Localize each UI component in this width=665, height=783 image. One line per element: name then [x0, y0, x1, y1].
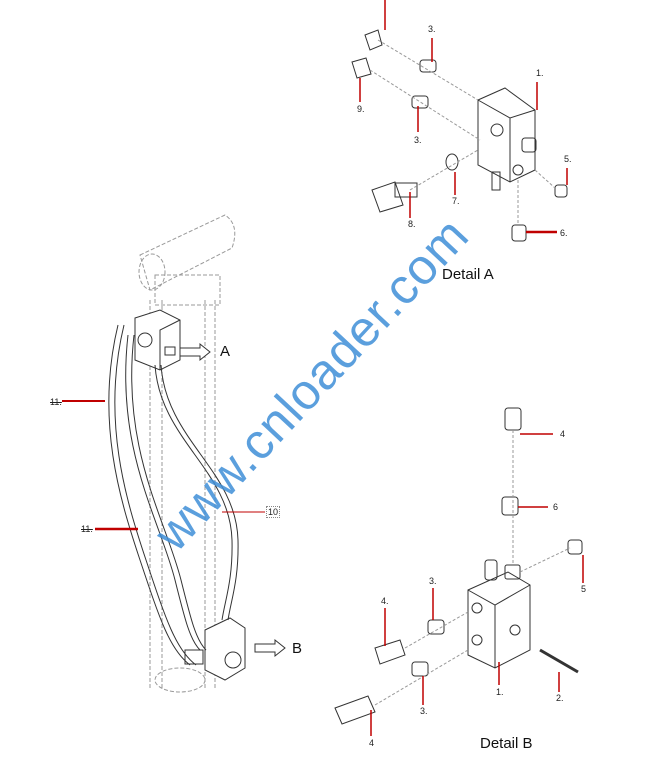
label-a-part1: 1. [536, 68, 544, 78]
valve-block-b [184, 617, 246, 681]
label-a-part3-top: 3. [428, 24, 436, 34]
arrow-b-label: B [292, 640, 303, 657]
hose-label-11-bottom: 11. [81, 524, 93, 534]
label-b-part5: 5 [581, 584, 587, 594]
detail-a-drawing [351, 29, 568, 242]
detail-a-title: Detail A [442, 266, 494, 283]
leader-lines [62, 0, 584, 736]
arrow-a-label: A [220, 343, 231, 360]
hoses [108, 324, 239, 666]
label-b-part4-bottom: 4 [369, 738, 375, 748]
label-b-part6: 6 [553, 502, 559, 512]
label-b-part1: 1. [496, 687, 504, 697]
valve-block-a [134, 309, 181, 371]
label-b-part4-top: 4 [560, 429, 566, 439]
arrow-a-icon [179, 342, 211, 362]
label-a-part7: 7. [452, 196, 460, 206]
detail-b-title: Detail B [480, 735, 533, 752]
hose-label-10: 10 [266, 506, 281, 518]
label-b-part3-top: 3. [429, 576, 437, 586]
label-b-part4-left: 4. [381, 596, 389, 606]
detail-b-drawing [334, 407, 583, 725]
label-a-part8: 8. [408, 219, 416, 229]
label-b-part3-bottom: 3. [420, 706, 428, 716]
label-a-part6: 6. [560, 228, 568, 238]
label-a-part3-bottom: 3. [414, 135, 422, 145]
label-a-part9: 9. [357, 104, 365, 114]
hose-label-11-top: 11. [50, 397, 62, 407]
label-b-part2: 2. [556, 693, 564, 703]
arrow-b-icon [254, 638, 286, 658]
label-a-part5: 5. [564, 154, 572, 164]
